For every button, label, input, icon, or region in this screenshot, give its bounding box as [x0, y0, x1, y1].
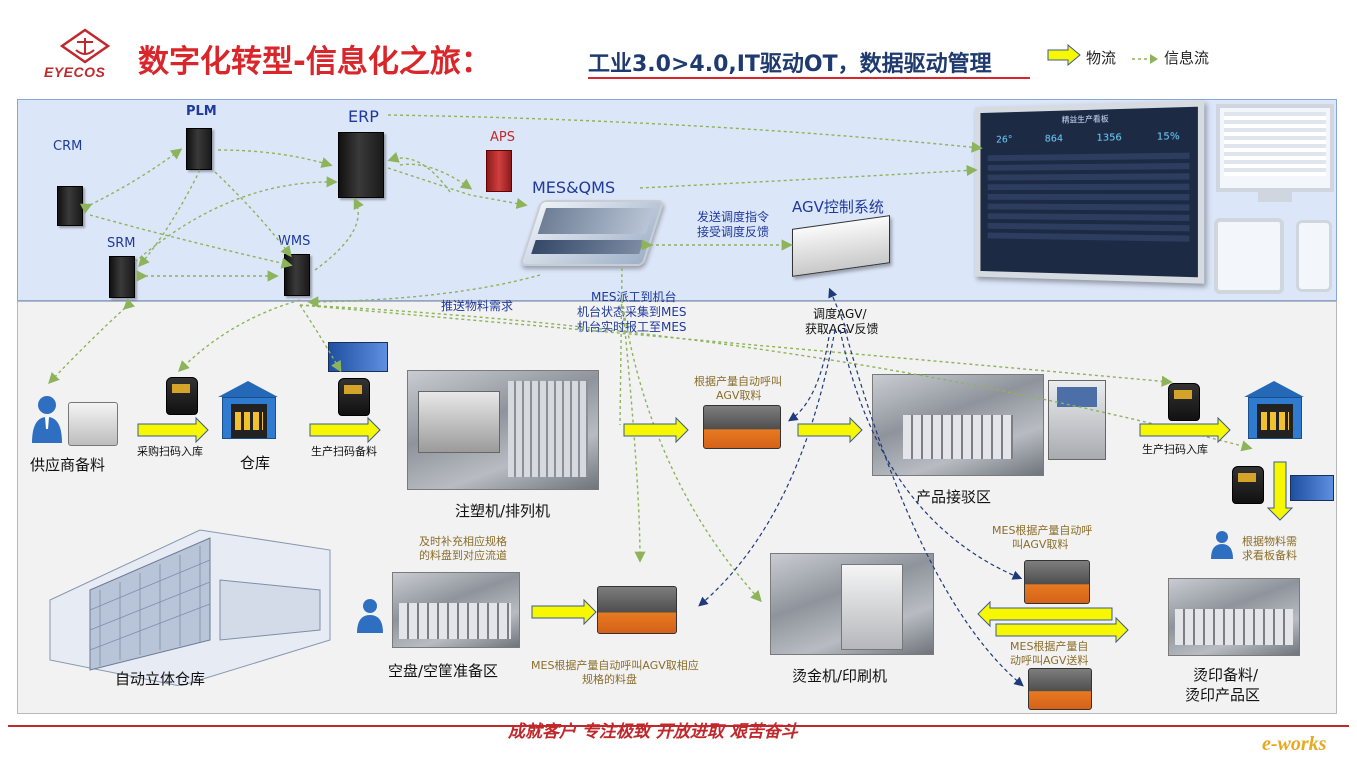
- replenish-label-1: 及时补充相应规格: [419, 535, 507, 548]
- dispatch-label-2: 接受调度反馈: [697, 225, 770, 239]
- dispatch-label-1: 发送调度指令: [697, 210, 770, 224]
- label-printer-icon: [68, 402, 118, 446]
- legend-info-arrow-icon: [1130, 50, 1160, 69]
- plm-server-icon: [186, 128, 212, 170]
- page-subtitle: 工业3.0>4.0,IT驱动OT，数据驱动管理: [588, 52, 992, 77]
- subtitle-underline: [588, 77, 1030, 79]
- tablet-device-icon: [1214, 218, 1284, 294]
- product-transfer-photo: [872, 374, 1044, 476]
- production-scanner-icon: [338, 378, 370, 416]
- aps-server-icon: [486, 150, 512, 192]
- kanban-screen-icon: [328, 342, 388, 372]
- eworks-watermark: e-works: [1262, 733, 1327, 755]
- stamp-prep-label-2: 烫印产品区: [1185, 686, 1261, 704]
- demand-label-1: 根据物料需: [1242, 535, 1297, 548]
- agv-cart-icon-3: [1024, 560, 1090, 604]
- mes-qms-label: MES&QMS: [532, 178, 616, 197]
- kanban-person-icon: [1210, 530, 1234, 564]
- srm-server-icon: [109, 256, 135, 298]
- mes-agv-send-label-1: MES根据产量自: [1010, 640, 1089, 653]
- push-material-label: 推送物料需求: [441, 299, 514, 313]
- desktop-monitor-icon: [1216, 104, 1334, 192]
- aps-label: APS: [490, 130, 515, 145]
- agv-cart-icon-1: [703, 405, 781, 449]
- purchase-scanner-icon: [166, 377, 198, 415]
- empty-area-label: 空盘/空筐准备区: [388, 662, 499, 680]
- crm-server-icon: [57, 186, 83, 226]
- kanban-screen-2-icon: [1290, 475, 1334, 501]
- agv-call1-label-2: AGV取料: [716, 389, 762, 402]
- auto-warehouse-label: 自动立体仓库: [115, 670, 206, 688]
- mes-agv-take-label-1: MES根据产量自动呼: [992, 524, 1093, 537]
- monitor-stand-icon: [1258, 192, 1292, 202]
- plm-label: PLM: [186, 104, 217, 119]
- agv-spec-label-1: MES根据产量自动呼叫AGV取相应: [531, 659, 699, 672]
- page-title: 数字化转型-信息化之旅：: [138, 44, 492, 80]
- purchase-scan-label: 采购扫码入库: [137, 445, 203, 458]
- erp-label: ERP: [348, 107, 379, 126]
- replenish-label-2: 的料盘到对应流道: [419, 549, 507, 562]
- product-transfer-label: 产品接驳区: [916, 488, 992, 506]
- stamp-prep-photo: [1168, 578, 1300, 656]
- srm-label: SRM: [107, 236, 136, 251]
- kanban-scanner-icon: [1232, 466, 1264, 504]
- legend-material-arrow-icon: [1046, 43, 1082, 70]
- production-scan-in-label: 生产扫码入库: [1142, 443, 1208, 456]
- eyecos-logo: [40, 28, 130, 83]
- agv-schedule-label-2: 获取AGV反馈: [805, 322, 879, 336]
- mes-agv-send-label-2: 动呼叫AGV送料: [1010, 654, 1089, 667]
- auto-warehouse-illustration: [30, 490, 360, 687]
- agv-spec-label-2: 规格的料盘: [582, 673, 637, 686]
- injection-label: 注塑机/排列机: [455, 502, 551, 520]
- agv-cart-icon-4: [1028, 668, 1092, 710]
- crm-label: CRM: [53, 139, 83, 154]
- production-scan-label: 生产扫码备料: [311, 445, 377, 458]
- warehouse-icon: [218, 381, 278, 439]
- mes-dispatch-label-1: MES派工到机台: [591, 290, 677, 304]
- hot-stamp-photo: [770, 553, 934, 655]
- phone-device-icon: [1296, 220, 1332, 292]
- warehouse-label: 仓库: [240, 454, 271, 472]
- hot-stamp-label: 烫金机/印刷机: [792, 667, 888, 685]
- mes-dispatch-label-3: 机台实时报工至MES: [577, 320, 687, 334]
- logo-diamond-icon: [59, 28, 111, 64]
- footer-rule: [8, 725, 1349, 727]
- terminal-station-photo: [1048, 380, 1106, 460]
- stamp-prep-label-1: 烫印备料/: [1193, 666, 1259, 684]
- injection-machine-photo: [407, 370, 599, 490]
- agv-schedule-label-1: 调度AGV/: [813, 307, 867, 321]
- agv-control-label: AGV控制系统: [792, 198, 884, 216]
- legend-material-flow: 物流: [1086, 49, 1117, 67]
- inbound-scanner-icon: [1168, 383, 1200, 421]
- supplier-person-icon: [30, 395, 64, 449]
- empty-tray-photo: [392, 572, 520, 648]
- agv-call1-label-1: 根据产量自动呼叫: [694, 375, 782, 388]
- footer-slogan: 成就客户 专注极致 开放进取 艰苦奋斗: [508, 722, 798, 742]
- logo-text: EYECOS: [44, 64, 106, 80]
- agv-cart-icon-2: [597, 586, 677, 634]
- warehouse-2-icon: [1244, 381, 1304, 439]
- operator-person-icon: [356, 598, 384, 638]
- demand-label-2: 求看板备料: [1242, 549, 1297, 562]
- supplier-label: 供应商备料: [30, 456, 106, 474]
- mes-dispatch-label-2: 机台状态采集到MES: [577, 305, 687, 319]
- legend-info-flow: 信息流: [1164, 49, 1210, 67]
- mes-agv-take-label-2: 叫AGV取料: [1012, 538, 1069, 551]
